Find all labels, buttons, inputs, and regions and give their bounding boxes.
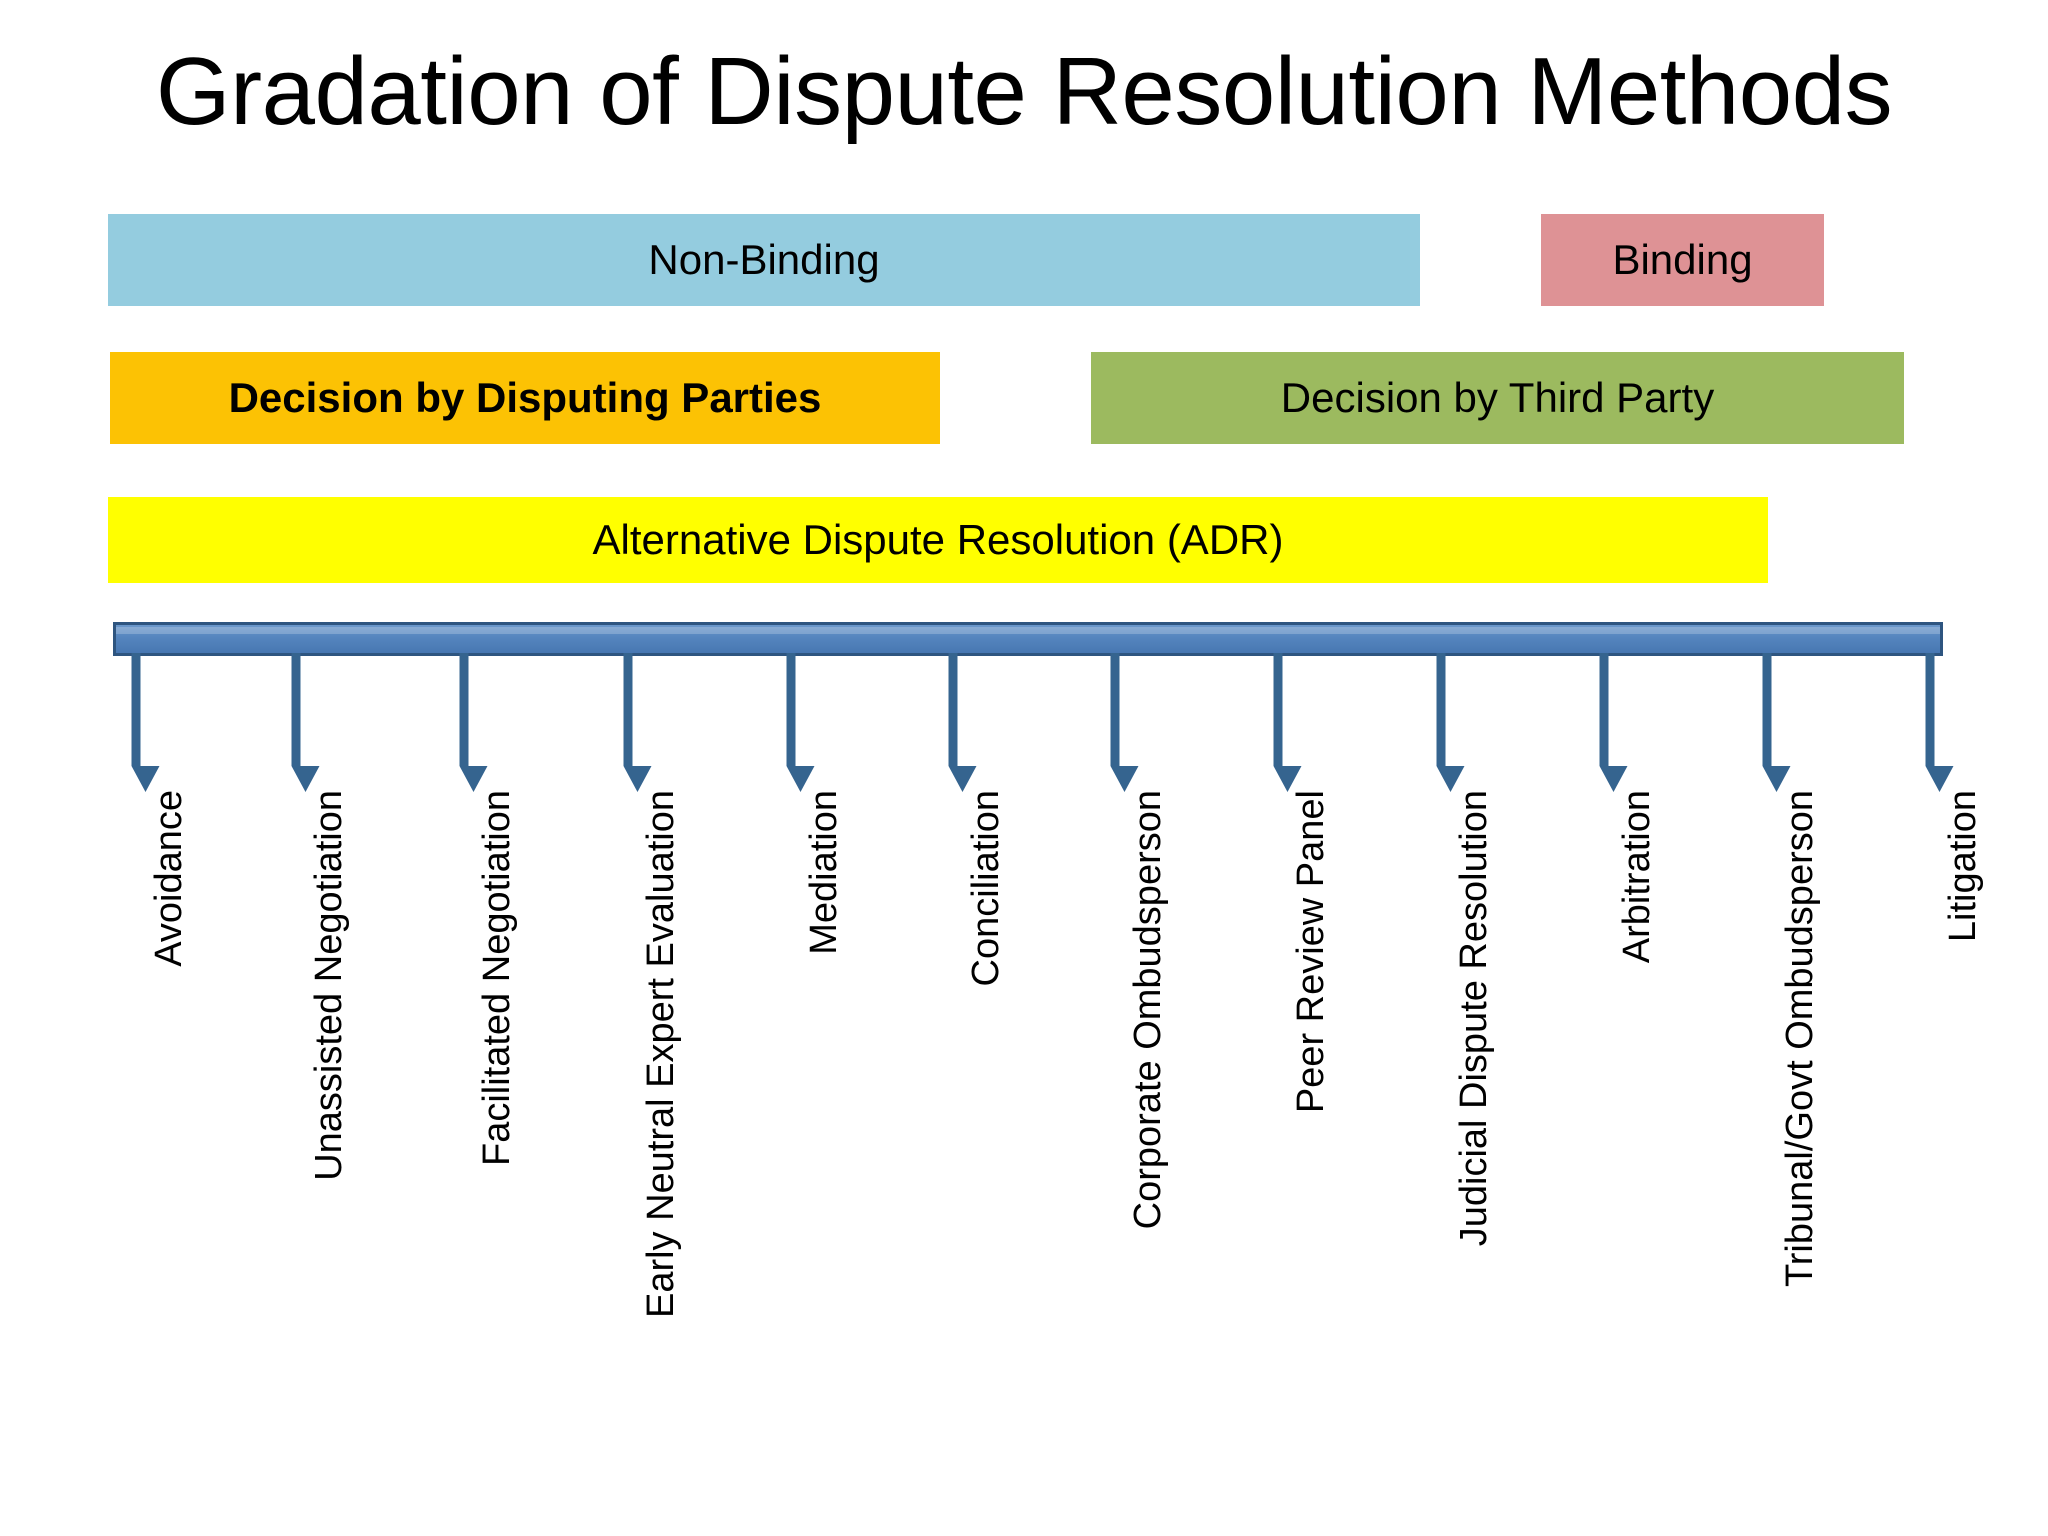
- timeline-arrow-1: [291, 653, 320, 792]
- arrow-down-icon: [1599, 766, 1628, 792]
- arrow-stem: [131, 653, 141, 766]
- arrow-stem: [1273, 653, 1283, 766]
- arrow-down-icon: [1925, 766, 1954, 792]
- timeline-arrow-6: [1110, 653, 1139, 792]
- band-non-binding-label: Non-Binding: [648, 236, 880, 283]
- method-label-6: Corporate Ombudsperson: [1127, 790, 1169, 1230]
- timeline-arrow-2: [459, 653, 488, 792]
- band-decision-by-third-party-label: Decision by Third Party: [1280, 374, 1715, 421]
- timeline-bar: [113, 622, 1943, 656]
- method-label-0: Avoidance: [148, 790, 190, 967]
- method-label-10: Tribunal/Govt Ombudsperson: [1779, 790, 1821, 1288]
- timeline-arrow-3: [623, 653, 652, 792]
- arrow-stem: [459, 653, 469, 766]
- band-non-binding: Non-Binding: [108, 214, 1420, 306]
- arrow-stem: [1110, 653, 1120, 766]
- band-decision-by-disputing-parties-label: Decision by Disputing Parties: [228, 374, 822, 421]
- band-alternative-dispute-resolution: Alternative Dispute Resolution (ADR): [108, 497, 1768, 583]
- band-alternative-dispute-resolution-label: Alternative Dispute Resolution (ADR): [592, 516, 1284, 563]
- method-label-3: Early Neutral Expert Evaluation: [640, 790, 682, 1319]
- method-label-8: Judicial Dispute Resolution: [1453, 790, 1495, 1247]
- method-label-11: Litigation: [1942, 790, 1984, 943]
- arrow-down-icon: [948, 766, 977, 792]
- arrow-down-icon: [291, 766, 320, 792]
- arrow-stem: [1762, 653, 1772, 766]
- band-decision-by-third-party: Decision by Third Party: [1091, 352, 1904, 444]
- arrow-stem: [786, 653, 796, 766]
- method-label-2: Facilitated Negotiation: [476, 790, 518, 1166]
- arrow-stem: [623, 653, 633, 766]
- arrow-down-icon: [1110, 766, 1139, 792]
- timeline-arrow-8: [1436, 653, 1465, 792]
- arrow-stem: [948, 653, 958, 766]
- method-label-5: Conciliation: [965, 790, 1007, 987]
- arrow-down-icon: [623, 766, 652, 792]
- band-binding-label: Binding: [1612, 236, 1753, 283]
- arrow-down-icon: [131, 766, 160, 792]
- arrow-down-icon: [1273, 766, 1302, 792]
- timeline-arrow-10: [1762, 653, 1791, 792]
- arrow-down-icon: [459, 766, 488, 792]
- method-label-7: Peer Review Panel: [1290, 790, 1332, 1114]
- timeline-arrow-4: [786, 653, 815, 792]
- timeline-arrow-0: [131, 653, 160, 792]
- arrow-stem: [1436, 653, 1446, 766]
- band-decision-by-disputing-parties: Decision by Disputing Parties: [110, 352, 940, 444]
- arrow-down-icon: [1762, 766, 1791, 792]
- timeline-arrow-9: [1599, 653, 1628, 792]
- method-label-1: Unassisted Negotiation: [308, 790, 350, 1181]
- method-label-9: Arbitration: [1616, 790, 1658, 964]
- method-label-4: Mediation: [803, 790, 845, 955]
- arrow-stem: [291, 653, 301, 766]
- arrow-stem: [1599, 653, 1609, 766]
- timeline-arrow-5: [948, 653, 977, 792]
- arrow-down-icon: [1436, 766, 1465, 792]
- timeline-arrow-11: [1925, 653, 1954, 792]
- page-title: Gradation of Dispute Resolution Methods: [155, 38, 1893, 145]
- arrow-stem: [1925, 653, 1935, 766]
- arrow-down-icon: [786, 766, 815, 792]
- band-binding: Binding: [1541, 214, 1824, 306]
- timeline-arrow-7: [1273, 653, 1302, 792]
